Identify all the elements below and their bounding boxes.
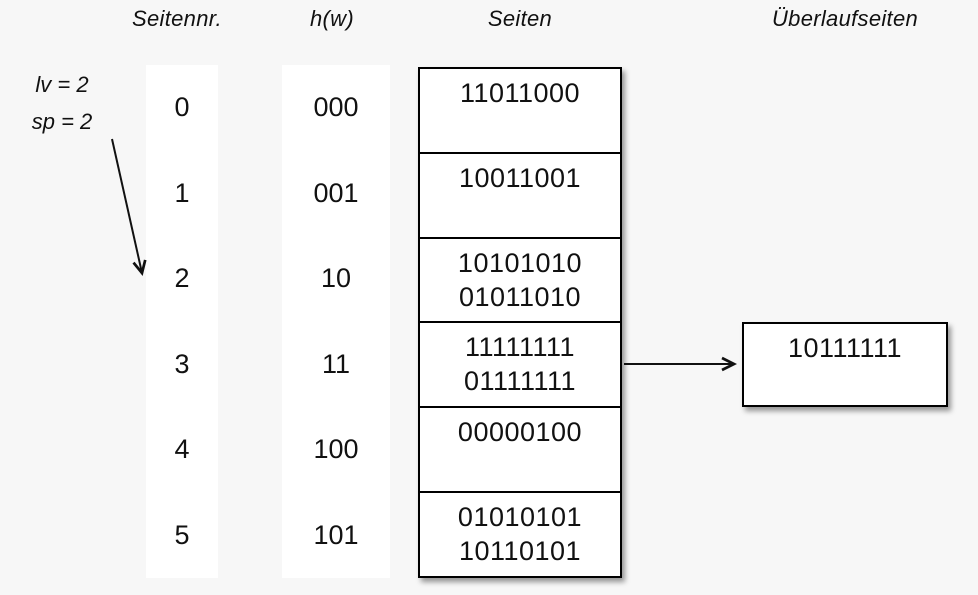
page-number-1: 1 (174, 177, 190, 208)
pages-table: 11011000 10011001 10101010 01011010 1111… (418, 67, 622, 578)
page-entry: 11011000 (459, 78, 581, 108)
page-number-3: 3 (174, 348, 190, 379)
column-header-overflow-pages: Überlaufseiten (771, 6, 919, 31)
hash-value-0: 000 (313, 92, 359, 123)
page-entry: 01010101 (457, 502, 583, 533)
page-number-0: 0 (174, 92, 190, 123)
page-number-2: 2 (174, 263, 190, 294)
hash-value-5: 101 (313, 519, 359, 550)
split-pointer-arrow (111, 138, 142, 273)
page-entry: 10011001 (458, 162, 582, 193)
page-cell-1: 10011001 (420, 154, 620, 239)
page-entry: 01111111 (463, 366, 577, 397)
page-entry: 10110101 (458, 536, 582, 567)
page-number-column: 0 1 2 3 4 5 (146, 65, 218, 578)
hash-value-4: 100 (313, 434, 359, 465)
state-labels: lv = 2 sp = 2 (16, 66, 108, 140)
column-header-pages: Seiten (487, 6, 553, 31)
hash-value-1: 001 (313, 177, 359, 208)
column-header-page-number: Seitennr. (132, 6, 222, 31)
page-entry: 01011010 (458, 281, 582, 312)
page-entry: 00000100 (457, 417, 583, 448)
overflow-page-box: 10111111 (742, 322, 948, 407)
page-entry: 10101010 (457, 247, 583, 278)
page-cell-4: 00000100 (420, 408, 620, 494)
split-pointer-label: sp = 2 (31, 109, 93, 134)
page-number-5: 5 (174, 519, 190, 550)
page-cell-3: 11111111 01111111 (420, 323, 620, 409)
overflow-page-entry: 10111111 (787, 333, 903, 363)
hash-value-3: 11 (321, 348, 351, 379)
page-number-4: 4 (174, 434, 190, 465)
hash-value-column: 000 001 10 11 100 101 (282, 65, 390, 578)
level-label: lv = 2 (35, 72, 89, 97)
column-header-hash-function: h(w) (310, 6, 354, 31)
page-cell-0: 11011000 (420, 69, 620, 154)
page-entry: 11111111 (464, 332, 576, 363)
page-cell-5: 01010101 10110101 (420, 493, 620, 576)
page-cell-2: 10101010 01011010 (420, 239, 620, 324)
hash-value-2: 10 (320, 263, 352, 294)
